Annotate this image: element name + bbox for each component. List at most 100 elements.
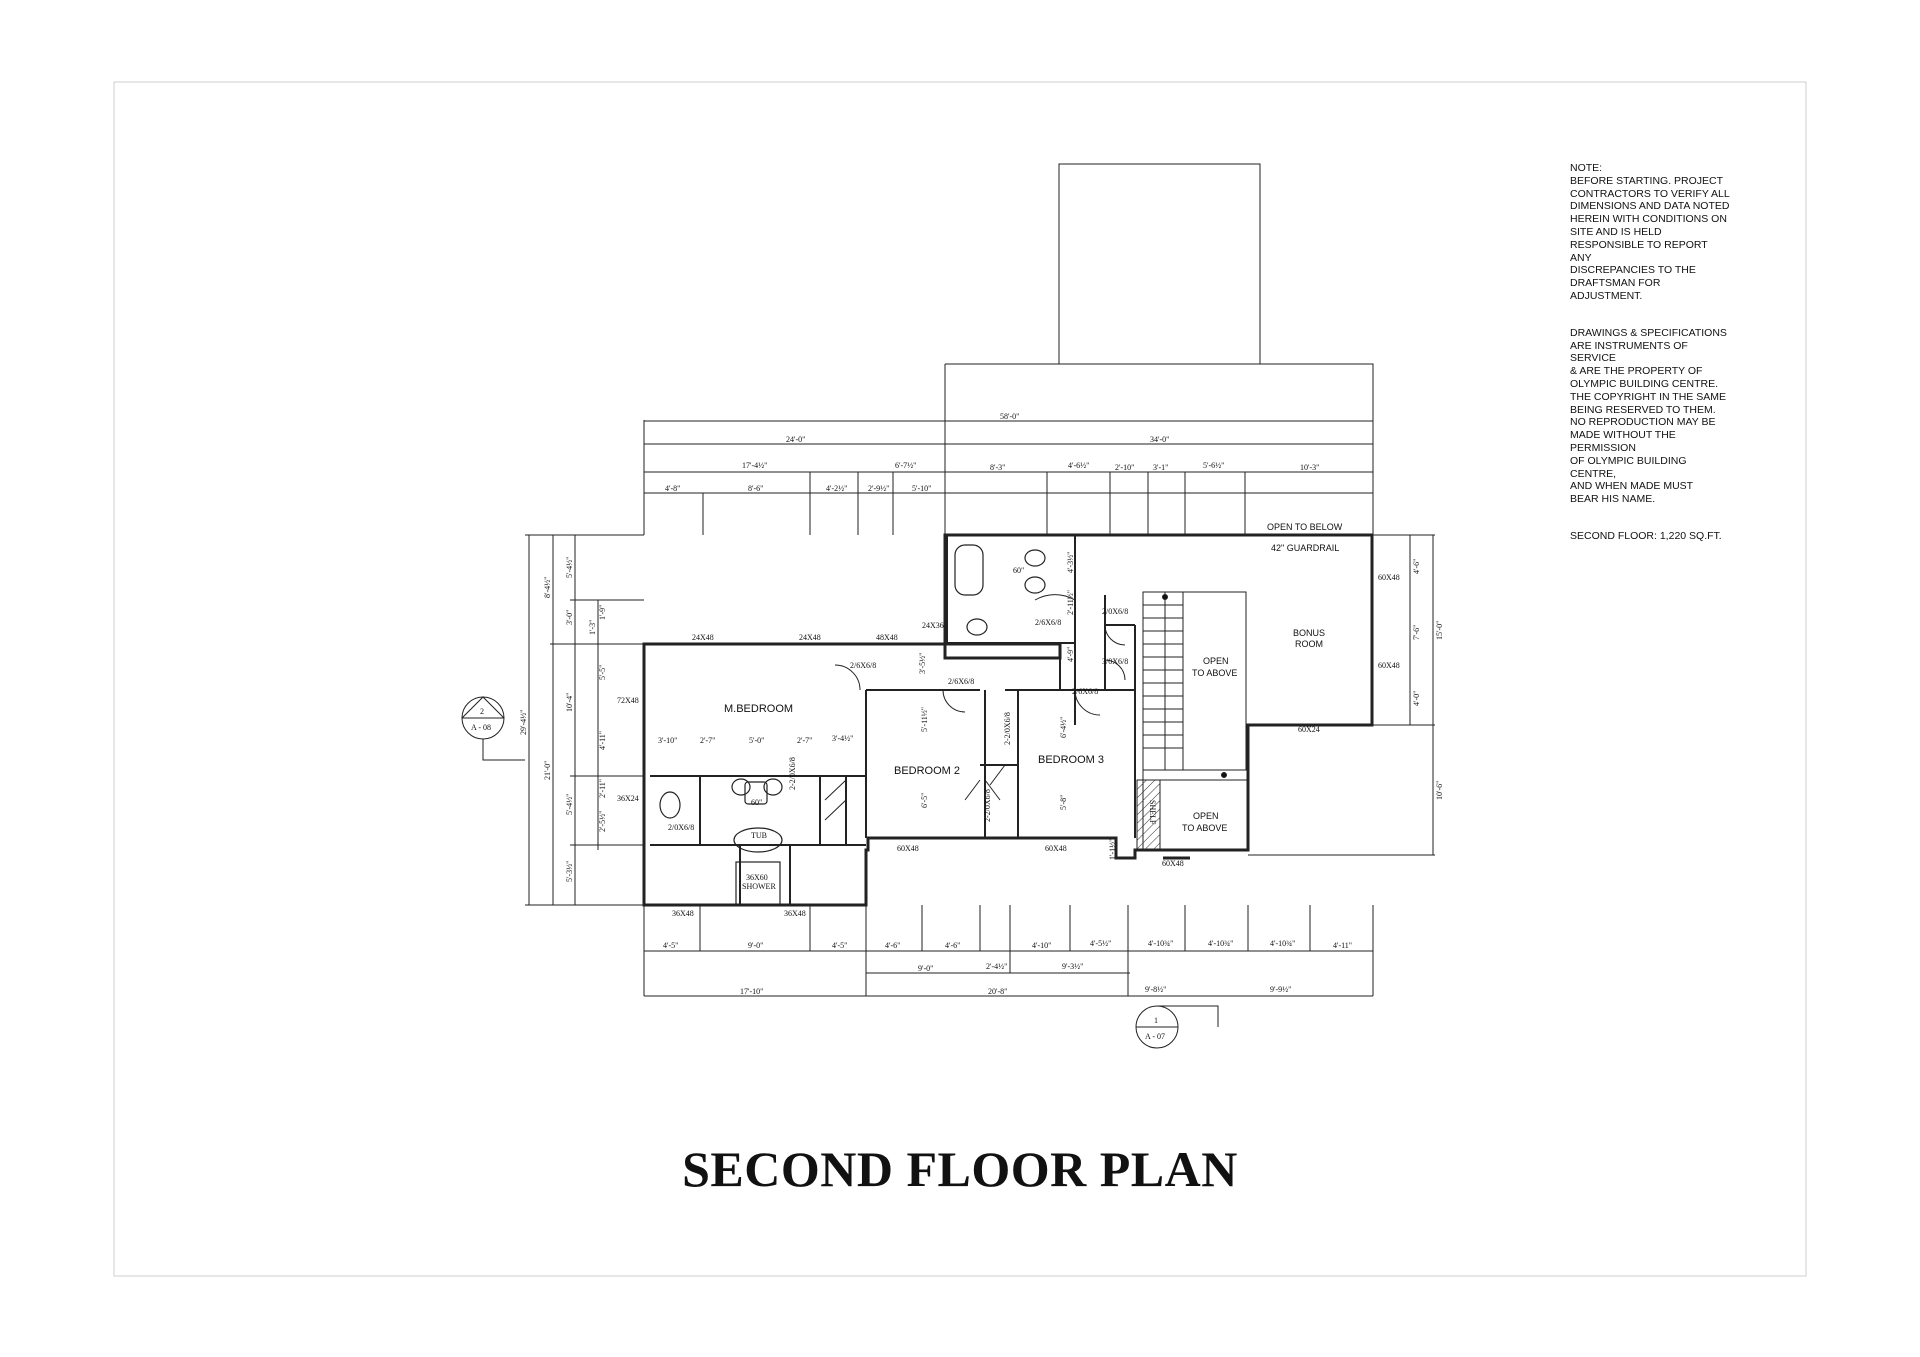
room-labels: M.BEDROOM BEDROOM 2 BEDROOM 3 BONUS ROOM… (724, 522, 1343, 891)
dim-i-65: 6'-5" (920, 793, 929, 808)
shower-label: SHOWER (742, 882, 776, 891)
dim-b-98a: 9'-8½" (1145, 985, 1166, 994)
door-2-2-0x6-8-c: 2-2/0X6/8 (983, 789, 992, 822)
dim-i-27b: 2'-7" (797, 736, 812, 745)
dim-r-76: 7'-6" (1412, 625, 1421, 640)
dim-b-410b: 4'-10¾" (1208, 939, 1233, 948)
dim-b-45b: 4'-5" (832, 941, 847, 950)
dim-t-86: 8'-6" (748, 484, 763, 493)
open-above-2-line2: TO ABOVE (1182, 823, 1227, 833)
window-60x48-a: 60X48 (897, 844, 919, 853)
dim-r-106: 10'-6" (1435, 781, 1444, 800)
dim-l-211: 2'-11" (598, 779, 607, 798)
dim-i-511: 5'-11½" (920, 707, 929, 732)
dim-t-510: 5'-10" (912, 484, 931, 493)
dim-i-64: 6'-4½" (1059, 717, 1068, 738)
window-36x48-b: 36X48 (784, 909, 806, 918)
dim-b-46b: 4'-6" (945, 941, 960, 950)
dim-top-right: 34'-0" (1150, 435, 1169, 444)
room-bedroom-2: BEDROOM 2 (894, 765, 960, 777)
window-36x24: 36X24 (617, 794, 639, 803)
general-notes: NOTE: BEFORE STARTING. PROJECT CONTRACTO… (1570, 162, 1770, 567)
door-2-6x6-8-a: 2/6X6/8 (850, 661, 876, 670)
door-3-0x6-8: 3/0X6/8 (1102, 657, 1128, 666)
dim-l-84: 8'-4½" (543, 577, 552, 598)
dim-t-6: 6'-7½" (895, 461, 916, 470)
door-swings (824, 560, 1126, 821)
shower-size: 36X60 (746, 873, 768, 882)
window-24x36: 24X36 (922, 621, 944, 630)
dim-l-411: 4'-11" (598, 731, 607, 750)
window-60x48-c: 60X48 (1162, 859, 1184, 868)
dim-t-48: 4'-8" (665, 484, 680, 493)
dim-t-210: 2'-10" (1115, 463, 1134, 472)
room-bonus-line1: BONUS (1293, 628, 1325, 638)
window-36x48-a: 36X48 (672, 909, 694, 918)
vanity-60-b: 60" (751, 798, 762, 807)
dim-l-53: 5'-3½" (565, 861, 574, 882)
dim-l-21: 21'-0" (543, 761, 552, 780)
upper-roof-outline (1058, 163, 1261, 365)
dim-i-11: 1'-1½" (1108, 839, 1117, 860)
dim-b-410a: 4'-10¾" (1148, 939, 1173, 948)
door-2-6x6-8-d: 2/6X6/8 (1072, 687, 1098, 696)
dim-r-46: 4'-6" (1412, 559, 1421, 574)
dim-l-13: 1'-3" (588, 620, 597, 635)
note-copyright: DRAWINGS & SPECIFICATIONS ARE INSTRUMENT… (1570, 326, 1727, 506)
dim-b-98b: 9'-9½" (1270, 985, 1291, 994)
bonus-room-wall (1074, 535, 1373, 725)
section-2-sheet: A - 08 (471, 723, 491, 732)
section-marker-2 (461, 696, 525, 761)
shelf-label: SHELF (1148, 800, 1157, 825)
staircase (1136, 591, 1248, 851)
dim-i-211: 2'-11½" (1066, 590, 1075, 615)
open-above-2-line1: OPEN (1193, 811, 1219, 821)
window-24x48-b: 24X48 (799, 633, 821, 642)
window-60x24: 60X24 (1298, 725, 1320, 734)
section-1-sheet: A - 07 (1145, 1032, 1165, 1041)
open-above-1-line1: OPEN (1203, 656, 1229, 666)
exterior-wall (642, 533, 1374, 907)
dim-r-150: 15'-0" (1435, 621, 1444, 640)
dim-t-56: 5'-6½" (1203, 461, 1224, 470)
door-2-2-0x6-8-b: 2-2/0X6/8 (1003, 712, 1012, 745)
dim-t-31: 3'-1" (1153, 463, 1168, 472)
dim-b-90: 9'-0" (748, 941, 763, 950)
dimension-lines (525, 420, 1435, 997)
door-2-2-0x6-8-a: 2-2/0X6/8 (788, 757, 797, 790)
door-2-0x6-8-a: 2/0X6/8 (1102, 607, 1128, 616)
roof-outline (945, 363, 1374, 535)
dim-b-1710: 17'-10" (740, 987, 763, 996)
dim-b-410: 4'-10" (1032, 941, 1051, 950)
dim-i-34: 3'-4½" (832, 734, 853, 743)
dim-i-58: 5'-8" (1059, 795, 1068, 810)
section-marker-1 (1135, 1005, 1219, 1049)
plumbing-fixtures (659, 544, 1046, 906)
door-2-0x6-8-b: 2/0X6/8 (668, 823, 694, 832)
dim-b-93: 9'-3½" (1062, 962, 1083, 971)
door-2-6x6-8-b: 2/6X6/8 (948, 677, 974, 686)
dim-b-410c: 4'-10¾" (1270, 939, 1295, 948)
dim-t-83: 8'-3" (990, 463, 1005, 472)
door-2-6x6-8-c: 2/6X6/8 (1035, 618, 1061, 627)
dim-top-left: 24'-0" (786, 435, 805, 444)
dimension-text: 58'-0" 24'-0" 34'-0" 17'-4½" 6'-7½" 4'-8… (519, 412, 1444, 996)
window-24x48-a: 24X48 (692, 633, 714, 642)
open-above-1-line2: TO ABOVE (1192, 668, 1237, 678)
dim-b-45a: 4'-5" (663, 941, 678, 950)
dim-r-40: 4'-0" (1412, 691, 1421, 706)
dim-l-30: 3'-0" (565, 610, 574, 625)
dim-b-208: 20'-8" (988, 987, 1007, 996)
dim-t-29: 2'-9½" (868, 484, 889, 493)
dim-top-total: 58'-0" (1000, 412, 1019, 421)
dim-t-103: 10'-3" (1300, 463, 1319, 472)
tub-label: TUB (751, 831, 767, 840)
note-floor-area: SECOND FLOOR: 1,220 SQ.FT. (1570, 529, 1722, 542)
dim-i-27a: 2'-7" (700, 736, 715, 745)
guardrail-label: 42" GUARDRAIL (1271, 543, 1339, 553)
opening-labels: 24X48 24X48 48X48 24X36 72X48 36X24 36X4… (471, 566, 1400, 1041)
dim-i-50: 5'-0" (749, 736, 764, 745)
interior-walls (650, 595, 1136, 905)
window-48x48: 48X48 (876, 633, 898, 642)
